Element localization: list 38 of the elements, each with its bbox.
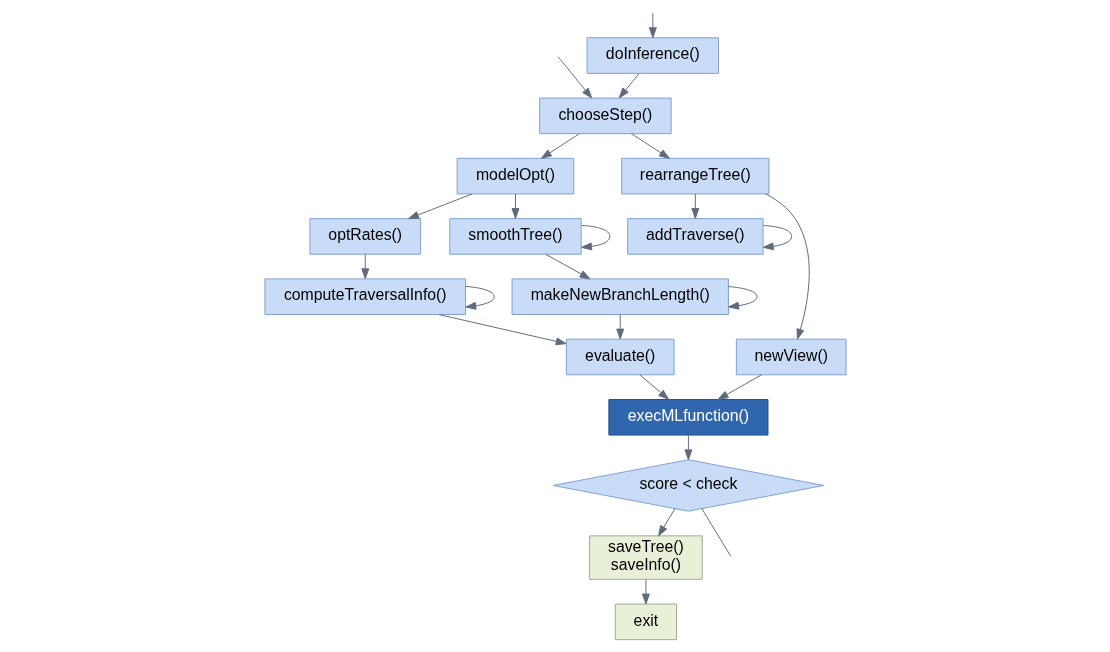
node-box: newView() xyxy=(735,338,847,376)
arrow xyxy=(690,193,699,219)
node-box: saveTree() saveInfo() xyxy=(588,535,703,580)
node-box: optRates() xyxy=(308,218,421,255)
node-box: execMLfunction() xyxy=(607,399,768,436)
arrow xyxy=(683,434,692,461)
node-box: makeNewBranchLength() xyxy=(511,278,729,315)
arrow xyxy=(540,133,580,159)
arrow xyxy=(657,508,675,537)
arrow xyxy=(464,285,495,310)
arrow xyxy=(638,374,669,400)
arrow xyxy=(641,579,650,605)
arrow xyxy=(648,12,657,39)
node-box: exit xyxy=(614,603,677,641)
node-box: evaluate() xyxy=(565,338,675,376)
arrow xyxy=(727,286,758,310)
arrow xyxy=(717,374,762,400)
arrow xyxy=(618,72,640,99)
connector xyxy=(700,508,731,558)
arrow xyxy=(762,225,792,251)
node-box: smoothTree() xyxy=(448,218,582,255)
node-box: modelOpt() xyxy=(456,157,574,195)
node-box: rearrangeTree() xyxy=(620,157,769,195)
arrow xyxy=(615,314,624,340)
arrow xyxy=(557,56,592,99)
node-box: computeTraversalInfo() xyxy=(263,278,466,315)
arrow xyxy=(360,253,369,280)
arrow xyxy=(438,314,567,346)
arrow xyxy=(511,193,519,219)
arrow xyxy=(580,225,610,251)
node-diamond: score < check xyxy=(552,459,824,512)
node-box: doInference() xyxy=(586,37,719,74)
arrow xyxy=(407,193,473,220)
arrow xyxy=(630,133,670,159)
arrow xyxy=(764,193,810,340)
node-box: addTraverse() xyxy=(626,218,764,255)
arrow xyxy=(544,253,590,280)
node-box: chooseStep() xyxy=(538,97,672,135)
